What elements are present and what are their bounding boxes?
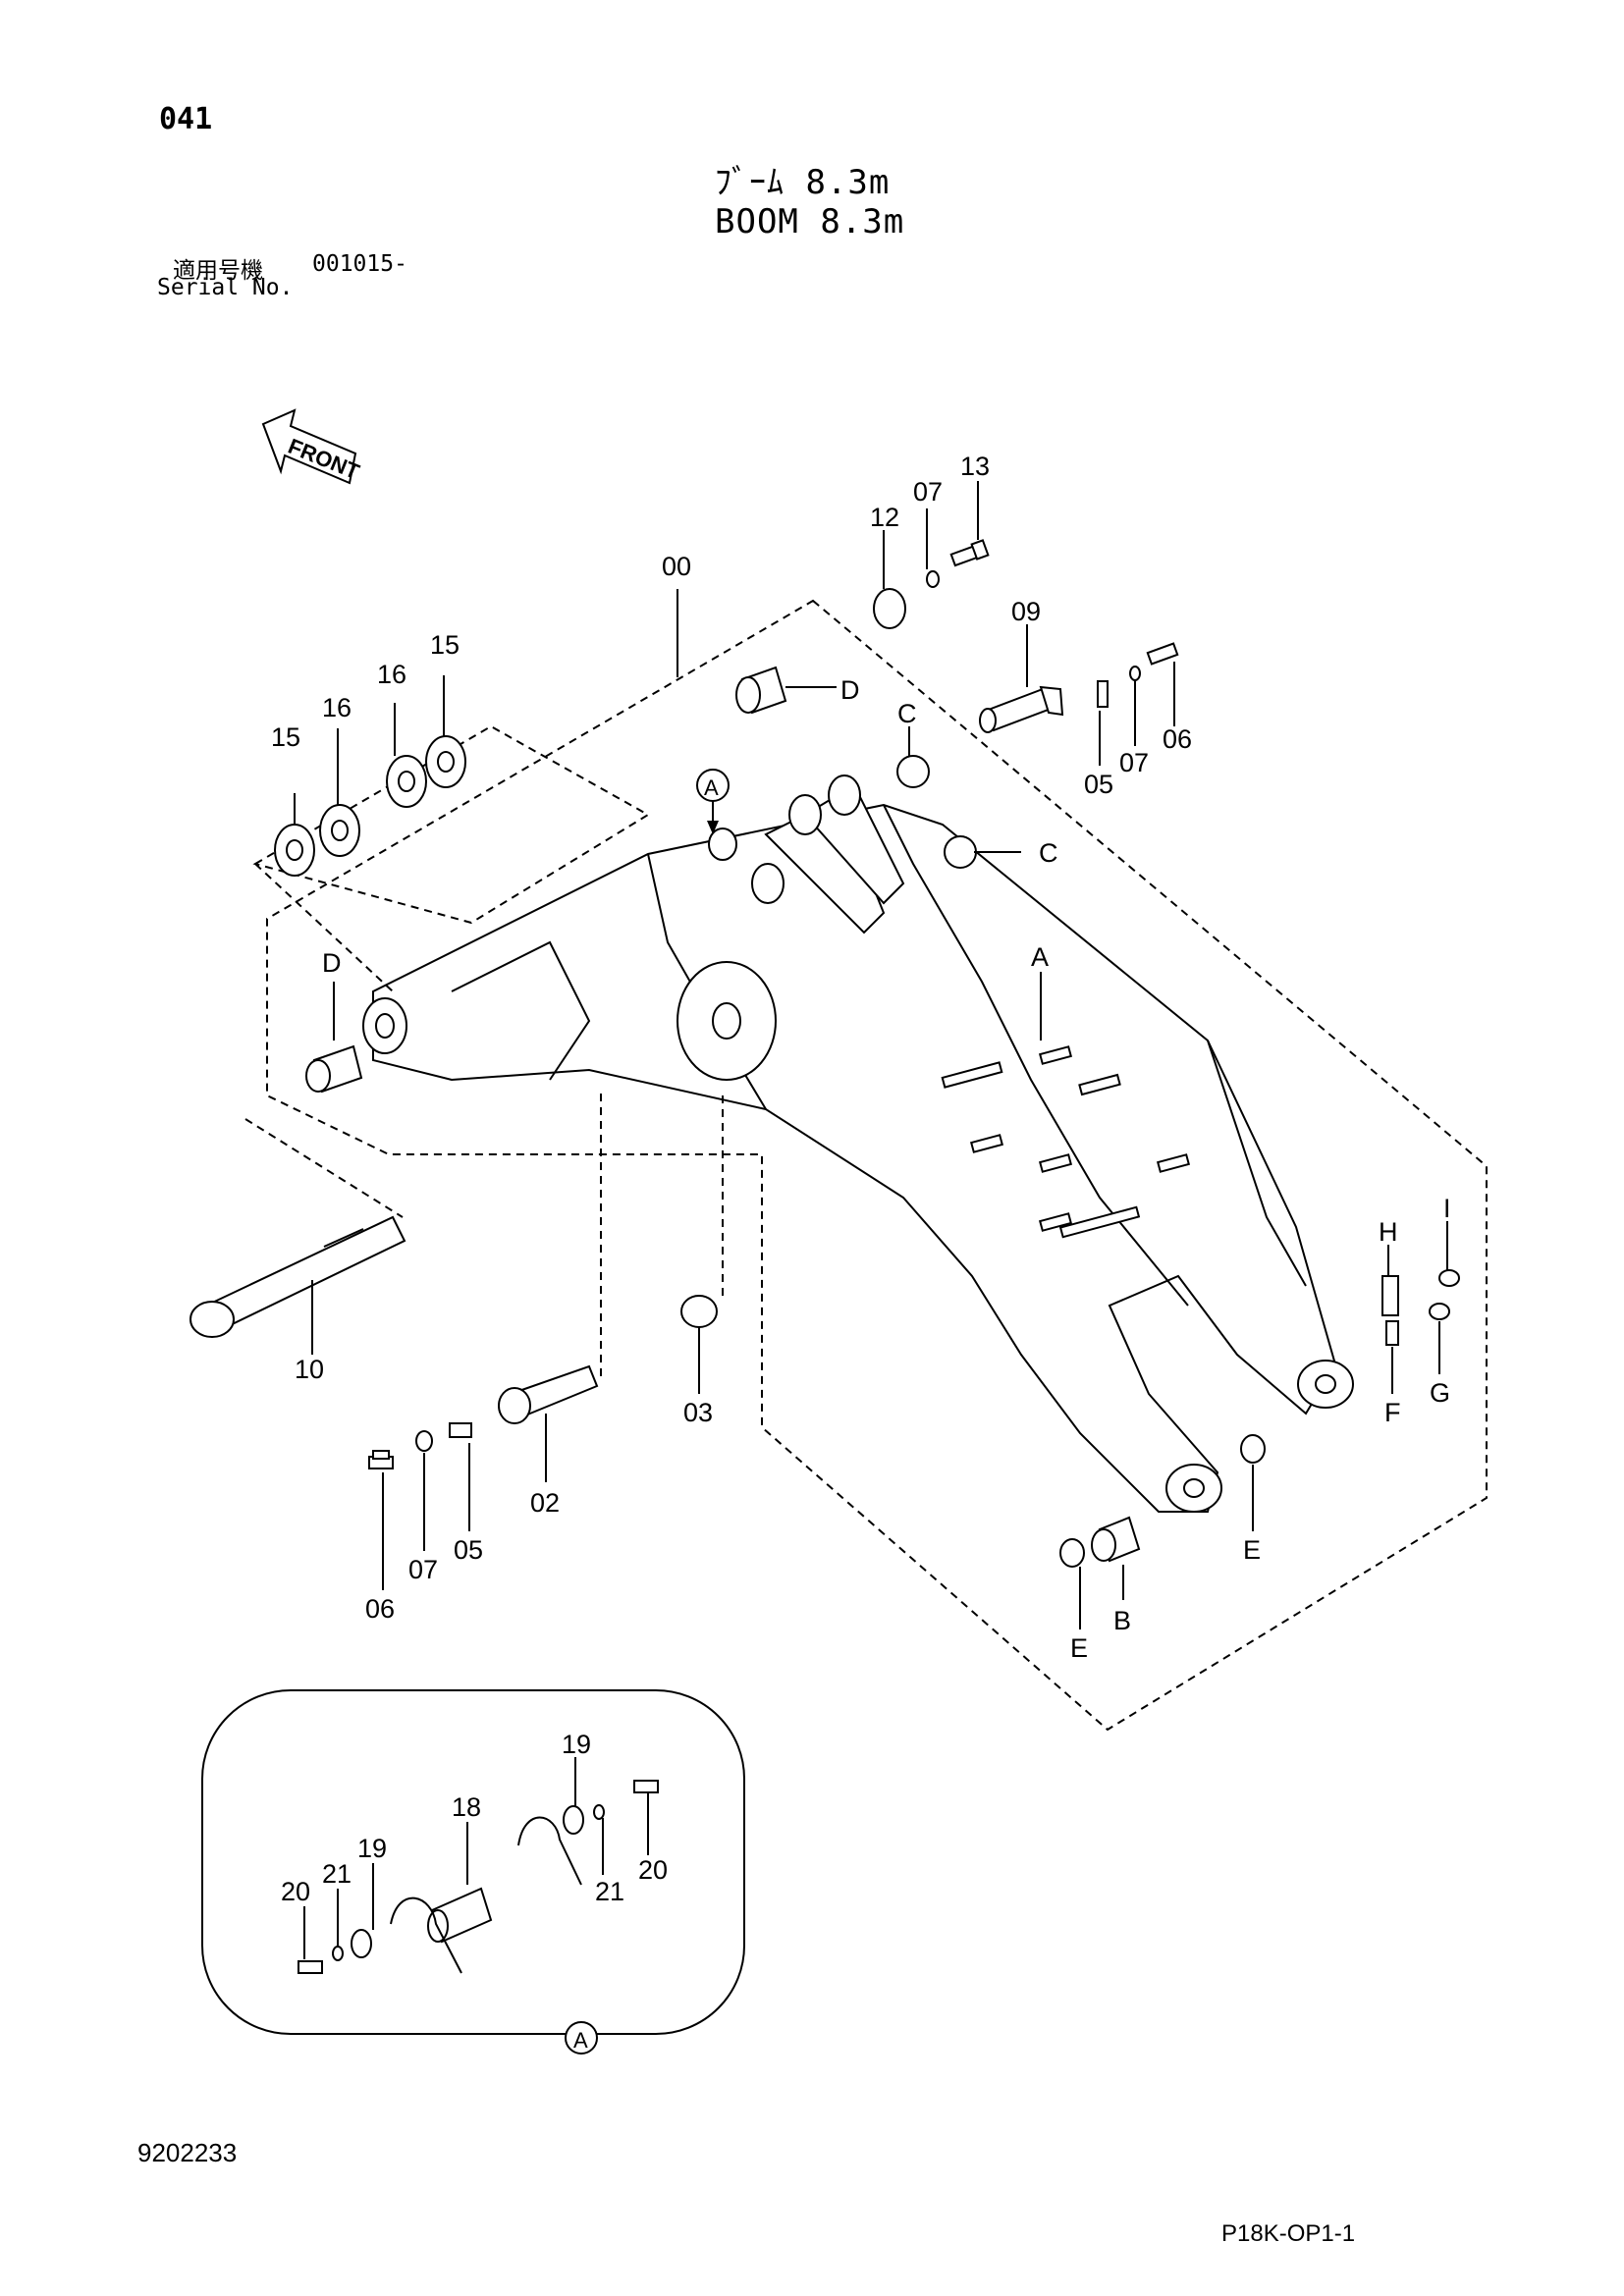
callout-F: F	[1384, 1398, 1401, 1427]
washer-15-left	[274, 824, 315, 877]
detail-a-box	[201, 1689, 745, 2035]
boom-body	[362, 774, 1354, 1513]
page-number: 041	[159, 102, 213, 136]
callout-16-left: 16	[322, 693, 352, 722]
callout-05-bottom: 05	[454, 1535, 483, 1565]
callout-09: 09	[1011, 597, 1041, 626]
bushing-03	[680, 1295, 718, 1328]
pin-09	[979, 685, 1064, 733]
washer-e-bottom	[1059, 1538, 1085, 1568]
callout-15-right: 15	[430, 630, 460, 660]
washer-07-right	[1129, 666, 1141, 681]
title-japanese: ﾌﾞｰﾑ 8.3m	[715, 163, 891, 202]
washer-16-left	[319, 804, 360, 857]
front-arrow-icon: FRONT	[261, 408, 363, 484]
callout-00: 00	[662, 552, 691, 581]
callout-D-top: D	[840, 675, 860, 705]
plate-05-top	[1097, 680, 1109, 708]
callout-03: 03	[683, 1398, 713, 1427]
bolt-06-bottom	[368, 1450, 394, 1469]
callout-18: 18	[452, 1792, 481, 1822]
washer-16-right	[386, 755, 427, 808]
callout-G: G	[1430, 1378, 1450, 1408]
serial-value: 001015-	[312, 251, 407, 277]
page-code: P18K-OP1-1	[1221, 2220, 1356, 2247]
callout-12: 12	[870, 503, 899, 532]
boom-assembly-outline	[266, 599, 1488, 1732]
callout-21-left: 21	[322, 1859, 352, 1889]
detail-a-parts	[298, 1780, 659, 1974]
callout-07-bottom: 07	[408, 1555, 438, 1584]
callout-C-top: C	[897, 699, 917, 728]
pin-10	[189, 1215, 406, 1338]
callout-B: B	[1113, 1606, 1131, 1635]
callout-07-top: 07	[913, 477, 943, 507]
callout-19-left: 19	[357, 1834, 387, 1863]
callout-13: 13	[960, 452, 990, 481]
plate-h	[1381, 1275, 1399, 1316]
callout-19-top: 19	[562, 1730, 591, 1759]
detail-a-label: A	[573, 2028, 588, 2053]
washer-15-right	[425, 735, 466, 788]
bushing-b	[1091, 1516, 1141, 1563]
callout-E-bottom: E	[1070, 1633, 1088, 1663]
title-english: BOOM 8.3m	[715, 202, 905, 241]
callout-H: H	[1379, 1217, 1398, 1247]
pin-02	[498, 1364, 599, 1424]
bushing-c-mid	[944, 835, 977, 869]
washer-07-top	[926, 570, 940, 588]
callout-10: 10	[295, 1355, 324, 1384]
callout-E-right: E	[1243, 1535, 1261, 1565]
callout-07-right: 07	[1119, 748, 1149, 777]
callout-06-bottom: 06	[365, 1594, 395, 1624]
serial-label-japanese: 適用号機	[173, 258, 263, 284]
callout-detail-ref: A	[704, 775, 719, 800]
callout-D-left: D	[322, 948, 342, 978]
bushing-c-top	[896, 755, 930, 788]
callout-A-body: A	[1031, 942, 1049, 972]
callout-21-right: 21	[595, 1877, 624, 1906]
bolt-g	[1429, 1303, 1450, 1320]
plate-05-bottom	[449, 1422, 472, 1438]
callout-I: I	[1443, 1194, 1451, 1223]
document-id: 9202233	[137, 2138, 238, 2167]
plate-12	[873, 588, 906, 629]
callout-C-mid: C	[1039, 838, 1058, 868]
bushing-d-top	[735, 666, 787, 715]
bolt-06-top	[1146, 642, 1179, 666]
washer-07-bottom	[415, 1430, 433, 1452]
callout-15-left: 15	[271, 722, 300, 752]
callout-20-right: 20	[638, 1855, 668, 1885]
callout-02: 02	[530, 1488, 560, 1518]
callout-20-left: 20	[281, 1877, 310, 1906]
serial-label-english: Serial No.	[157, 275, 294, 300]
detail-a-label-circle	[565, 2021, 598, 2055]
bolt-13	[949, 539, 990, 567]
bolt-i	[1438, 1269, 1460, 1287]
washer-e-right	[1240, 1434, 1266, 1464]
callout-16-right: 16	[377, 660, 406, 689]
bushing-d-left	[305, 1044, 363, 1094]
callout-06-top: 06	[1163, 724, 1192, 754]
plate-f	[1385, 1320, 1399, 1346]
callout-05-top: 05	[1084, 770, 1113, 799]
